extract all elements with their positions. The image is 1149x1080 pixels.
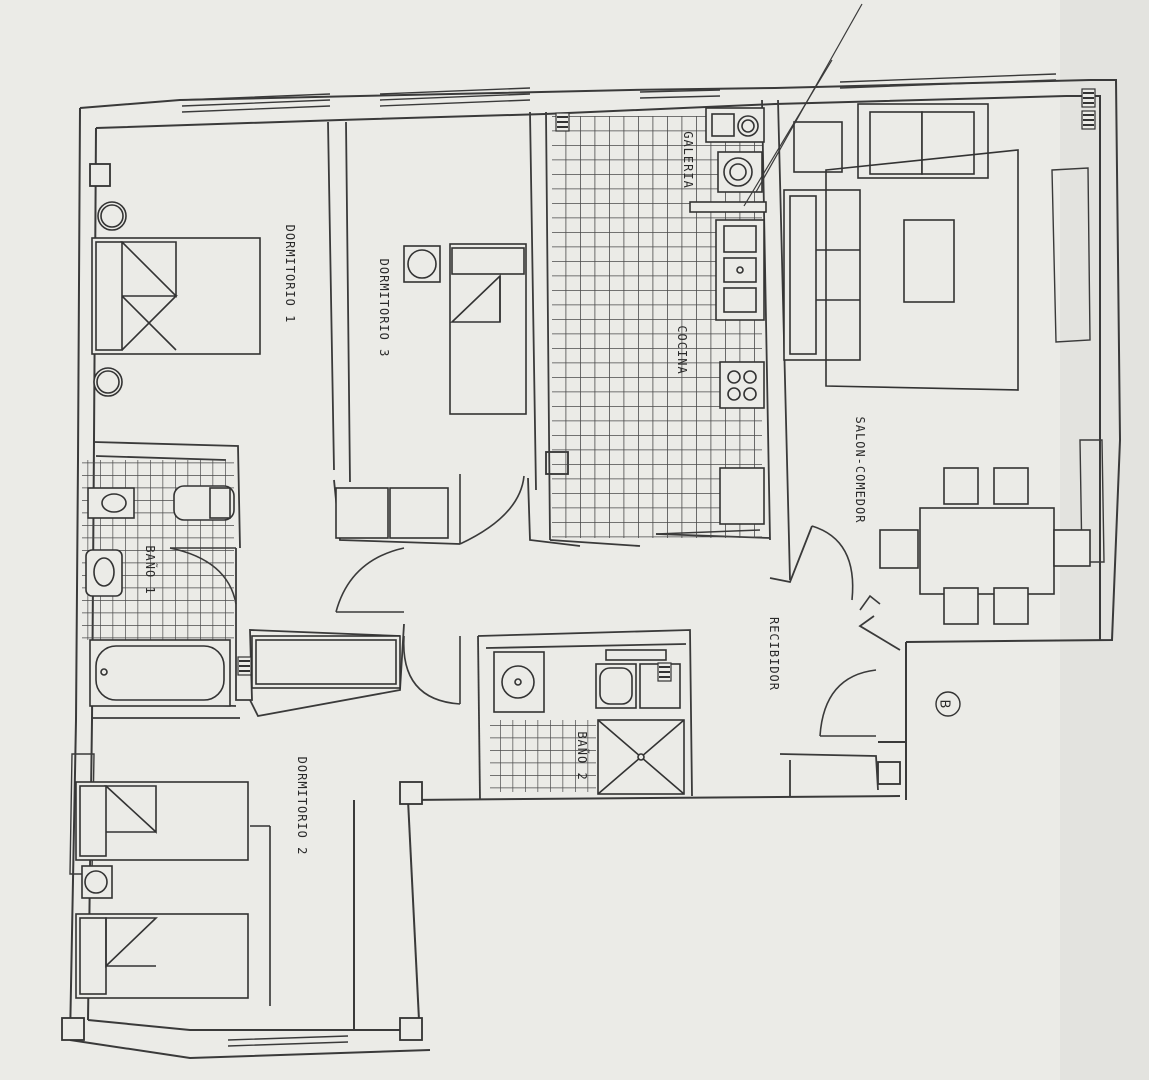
label-salon-comedor: SALON-COMEDOR bbox=[853, 417, 867, 524]
section-marker: B bbox=[935, 691, 961, 717]
toilet-icon bbox=[595, 663, 637, 709]
annotation-leader bbox=[743, 3, 863, 207]
windows bbox=[69, 73, 1105, 1047]
bano-2-fixtures bbox=[493, 649, 685, 795]
label-recibidor: RECIBIDOR bbox=[767, 617, 781, 691]
salon-furniture bbox=[783, 103, 1091, 625]
bano-2-tile-floor bbox=[490, 720, 596, 792]
door-swing-icon bbox=[169, 474, 881, 737]
label-bano-1: BAÑO 1 bbox=[143, 545, 158, 594]
section-marker-label: B bbox=[937, 700, 952, 709]
sink-icon bbox=[85, 549, 123, 597]
kitchen-fixtures bbox=[689, 107, 767, 525]
label-bano-2: BAÑO 2 bbox=[575, 731, 590, 780]
bedroom-2-furniture bbox=[75, 781, 271, 1006]
bedroom-1-furniture bbox=[91, 201, 261, 397]
closet bbox=[251, 635, 401, 689]
toilet-icon bbox=[87, 487, 135, 519]
label-cocina: COCINA bbox=[675, 325, 689, 374]
label-dormitorio-1: DORMITORIO 1 bbox=[283, 225, 297, 324]
label-dormitorio-3: DORMITORIO 3 bbox=[377, 259, 391, 358]
bedroom-3-furniture bbox=[335, 243, 527, 539]
label-galeria: GALERIA bbox=[681, 131, 695, 189]
stove-icon bbox=[719, 361, 765, 409]
bathtub-icon bbox=[89, 639, 231, 707]
label-dormitorio-2: DORMITORIO 2 bbox=[295, 757, 309, 856]
bano-1-fixtures bbox=[85, 485, 235, 707]
